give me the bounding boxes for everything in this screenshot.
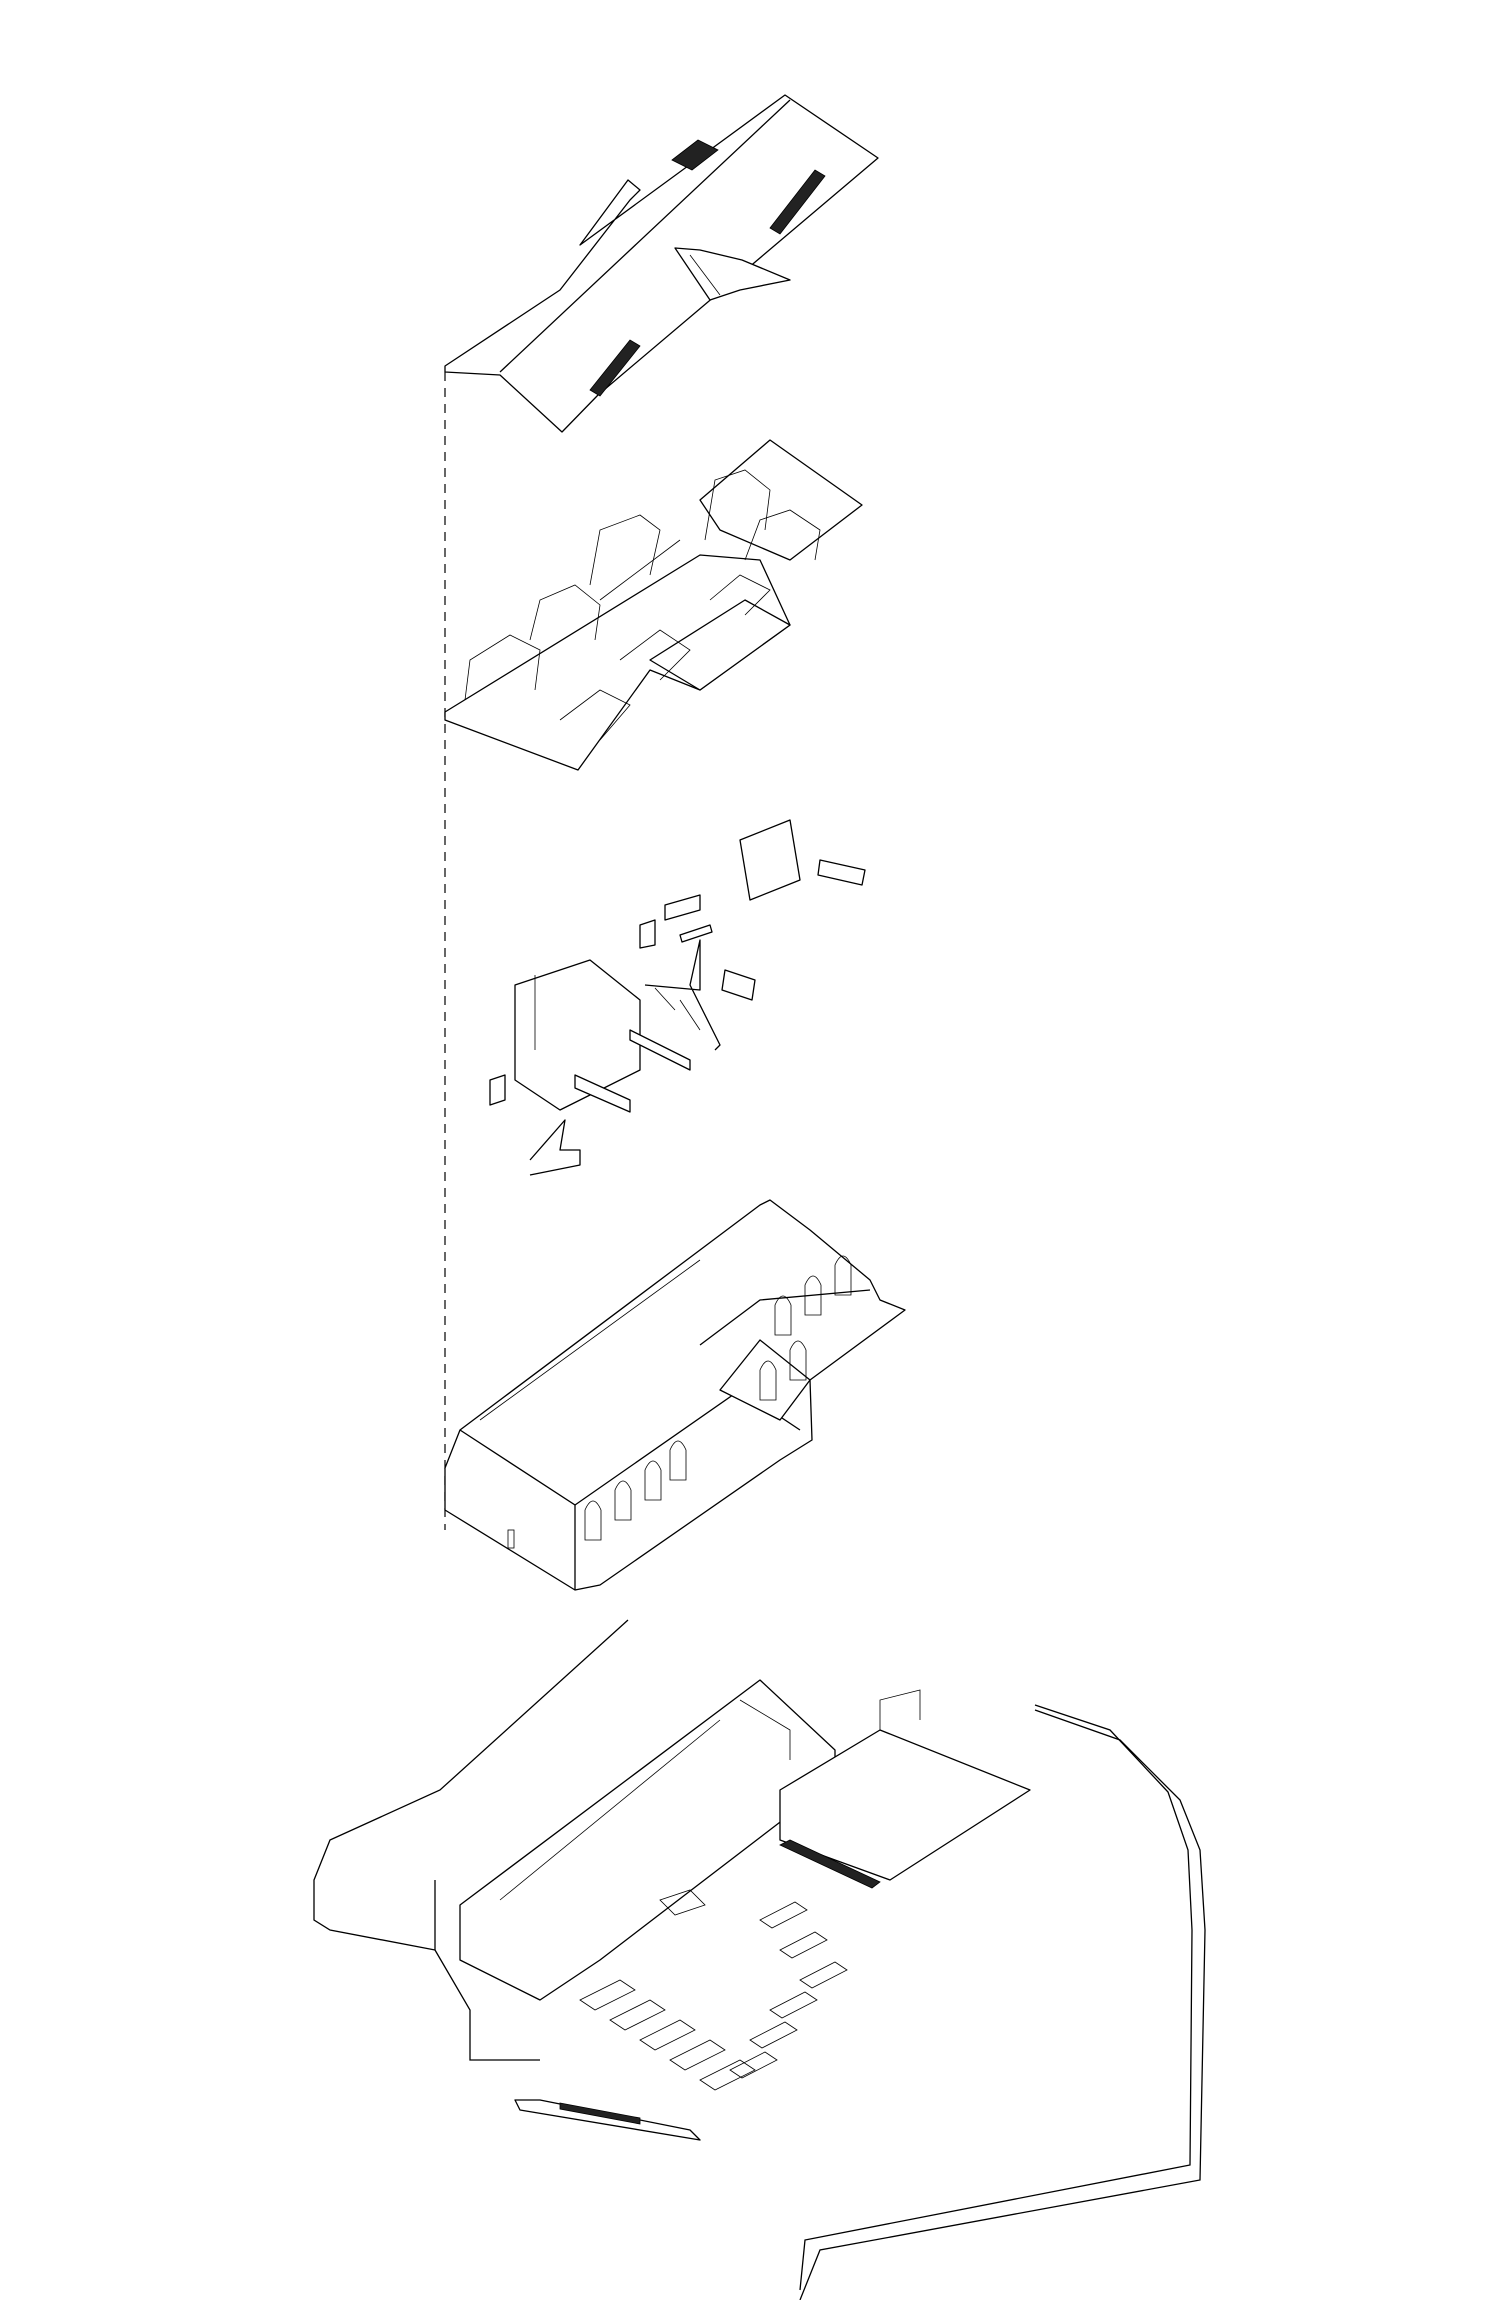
upper-floor-layer xyxy=(444,439,863,771)
site-base-layer xyxy=(313,1619,1206,2300)
skylight xyxy=(671,139,719,171)
structure-parts-layer xyxy=(489,819,866,1176)
ground-floor-layer xyxy=(444,1199,906,1591)
roof-layer xyxy=(444,94,879,433)
roof-window xyxy=(589,339,641,397)
roof-window xyxy=(769,169,826,235)
